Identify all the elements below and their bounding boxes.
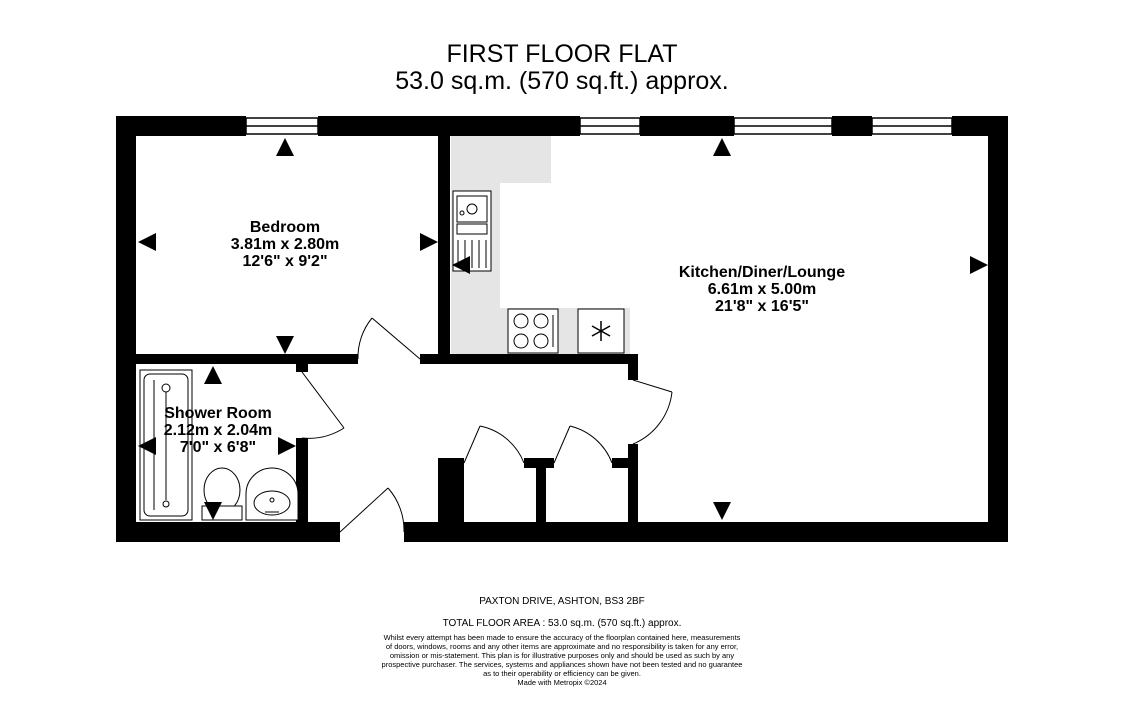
room-metric: 6.61m x 5.00m xyxy=(707,281,817,298)
room-label-shower: Shower Room 2.12m x 2.04m 7'0" x 6'8" xyxy=(138,405,298,456)
disclaimer-line: as to their operability or efficiency ca… xyxy=(483,669,641,678)
windows xyxy=(245,117,953,135)
room-name: Kitchen/Diner/Lounge xyxy=(678,264,846,281)
disclaimer-line: Whilst every attempt has been made to en… xyxy=(383,633,741,642)
disclaimer-line: prospective purchaser. The services, sys… xyxy=(381,660,743,669)
room-label-kitchen: Kitchen/Diner/Lounge 6.61m x 5.00m 21'8"… xyxy=(652,264,872,315)
room-imperial: 21'8" x 16'5" xyxy=(715,298,809,315)
room-imperial: 7'0" x 6'8" xyxy=(179,439,257,456)
plan-area-subtitle: 53.0 sq.m. (570 sq.ft.) approx. xyxy=(395,67,729,95)
sink-unit xyxy=(452,190,492,272)
disclaimer-line: omission or mis-statement. This plan is … xyxy=(389,651,735,660)
address: PAXTON DRIVE, ASHTON, BS3 2BF xyxy=(479,596,645,607)
washbasin-icon xyxy=(245,467,299,521)
disclaimer: Whilst every attempt has been made to en… xyxy=(0,633,1124,687)
kitchen-counter-area xyxy=(451,136,630,355)
room-label-bedroom: Bedroom 3.81m x 2.80m 12'6" x 9'2" xyxy=(205,219,365,270)
credit: Made with Metropix ©2024 xyxy=(517,678,607,687)
room-name: Shower Room xyxy=(164,405,272,422)
toilet-icon xyxy=(201,467,243,521)
dimension-arrows xyxy=(138,138,988,520)
room-imperial: 12'6" x 9'2" xyxy=(242,253,328,270)
disclaimer-line: of doors, windows, rooms and any other i… xyxy=(385,642,739,651)
plan-title: FIRST FLOOR FLAT xyxy=(446,40,678,68)
room-metric: 3.81m x 2.80m xyxy=(230,236,340,253)
hob-icon xyxy=(507,308,559,354)
room-name: Bedroom xyxy=(249,219,321,236)
walls xyxy=(116,116,1008,542)
shower-enclosure xyxy=(139,369,193,521)
room-metric: 2.12m x 2.04m xyxy=(163,422,273,439)
fridge-freezer-icon xyxy=(577,308,625,354)
door-swings xyxy=(301,317,673,533)
total-floor-area: TOTAL FLOOR AREA : 53.0 sq.m. (570 sq.ft… xyxy=(442,618,682,629)
